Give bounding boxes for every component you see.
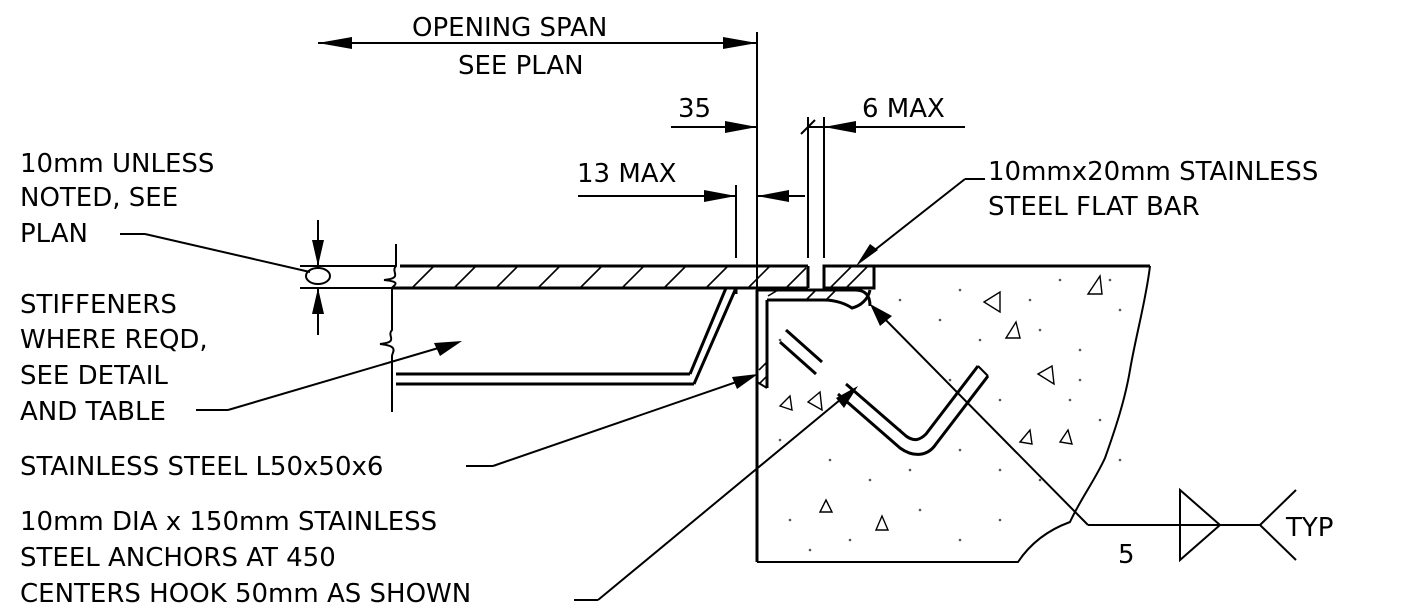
flat-bar	[822, 178, 985, 290]
flatbar-note-line1: 10mmx20mm STAINLESS	[988, 157, 1318, 187]
stiffener	[396, 287, 738, 386]
dim-6max-label: 6 MAX	[862, 94, 945, 124]
see-plan-label: SEE PLAN	[458, 51, 584, 81]
stainless-angle	[466, 288, 872, 562]
hooked-anchor	[574, 328, 990, 601]
dim-35-label: 35	[678, 94, 711, 124]
plate-thickness-dimension	[120, 220, 395, 335]
anchor-note-line2: STEEL ANCHORS AT 450	[20, 543, 336, 573]
anchor-note-line1: 10mm DIA x 150mm STAINLESS	[20, 507, 437, 537]
anchor-note-line3: CENTERS HOOK 50mm AS SHOWN	[20, 579, 471, 609]
weld-typ-label: TYP	[1285, 513, 1333, 543]
weld-size-label: 5	[1118, 540, 1135, 570]
weld-symbol	[870, 304, 1297, 563]
thickness-note-line3: PLAN	[20, 219, 88, 249]
opening-span-label: OPENING SPAN	[412, 13, 607, 43]
concrete-slab	[757, 264, 1151, 563]
dimension-35-6max	[671, 117, 965, 258]
dimension-13max	[578, 185, 805, 258]
stiffener-note-line2: WHERE REQD,	[20, 325, 208, 355]
cover-plate	[379, 244, 810, 412]
thickness-note-line2: NOTED, SEE	[20, 183, 178, 213]
stiffener-note-line4: AND TABLE	[20, 397, 166, 427]
angle-note: STAINLESS STEEL L50x50x6	[20, 452, 383, 482]
dim-13max-label: 13 MAX	[577, 159, 676, 189]
stiffener-note-line1: STIFFENERS	[20, 290, 177, 320]
stiffener-note-line3: SEE DETAIL	[20, 361, 168, 391]
flatbar-note-line2: STEEL FLAT BAR	[988, 192, 1200, 222]
stiffener-leader	[196, 341, 462, 411]
thickness-note-line1: 10mm UNLESS	[20, 149, 214, 179]
opening-span-dimension	[318, 32, 758, 290]
